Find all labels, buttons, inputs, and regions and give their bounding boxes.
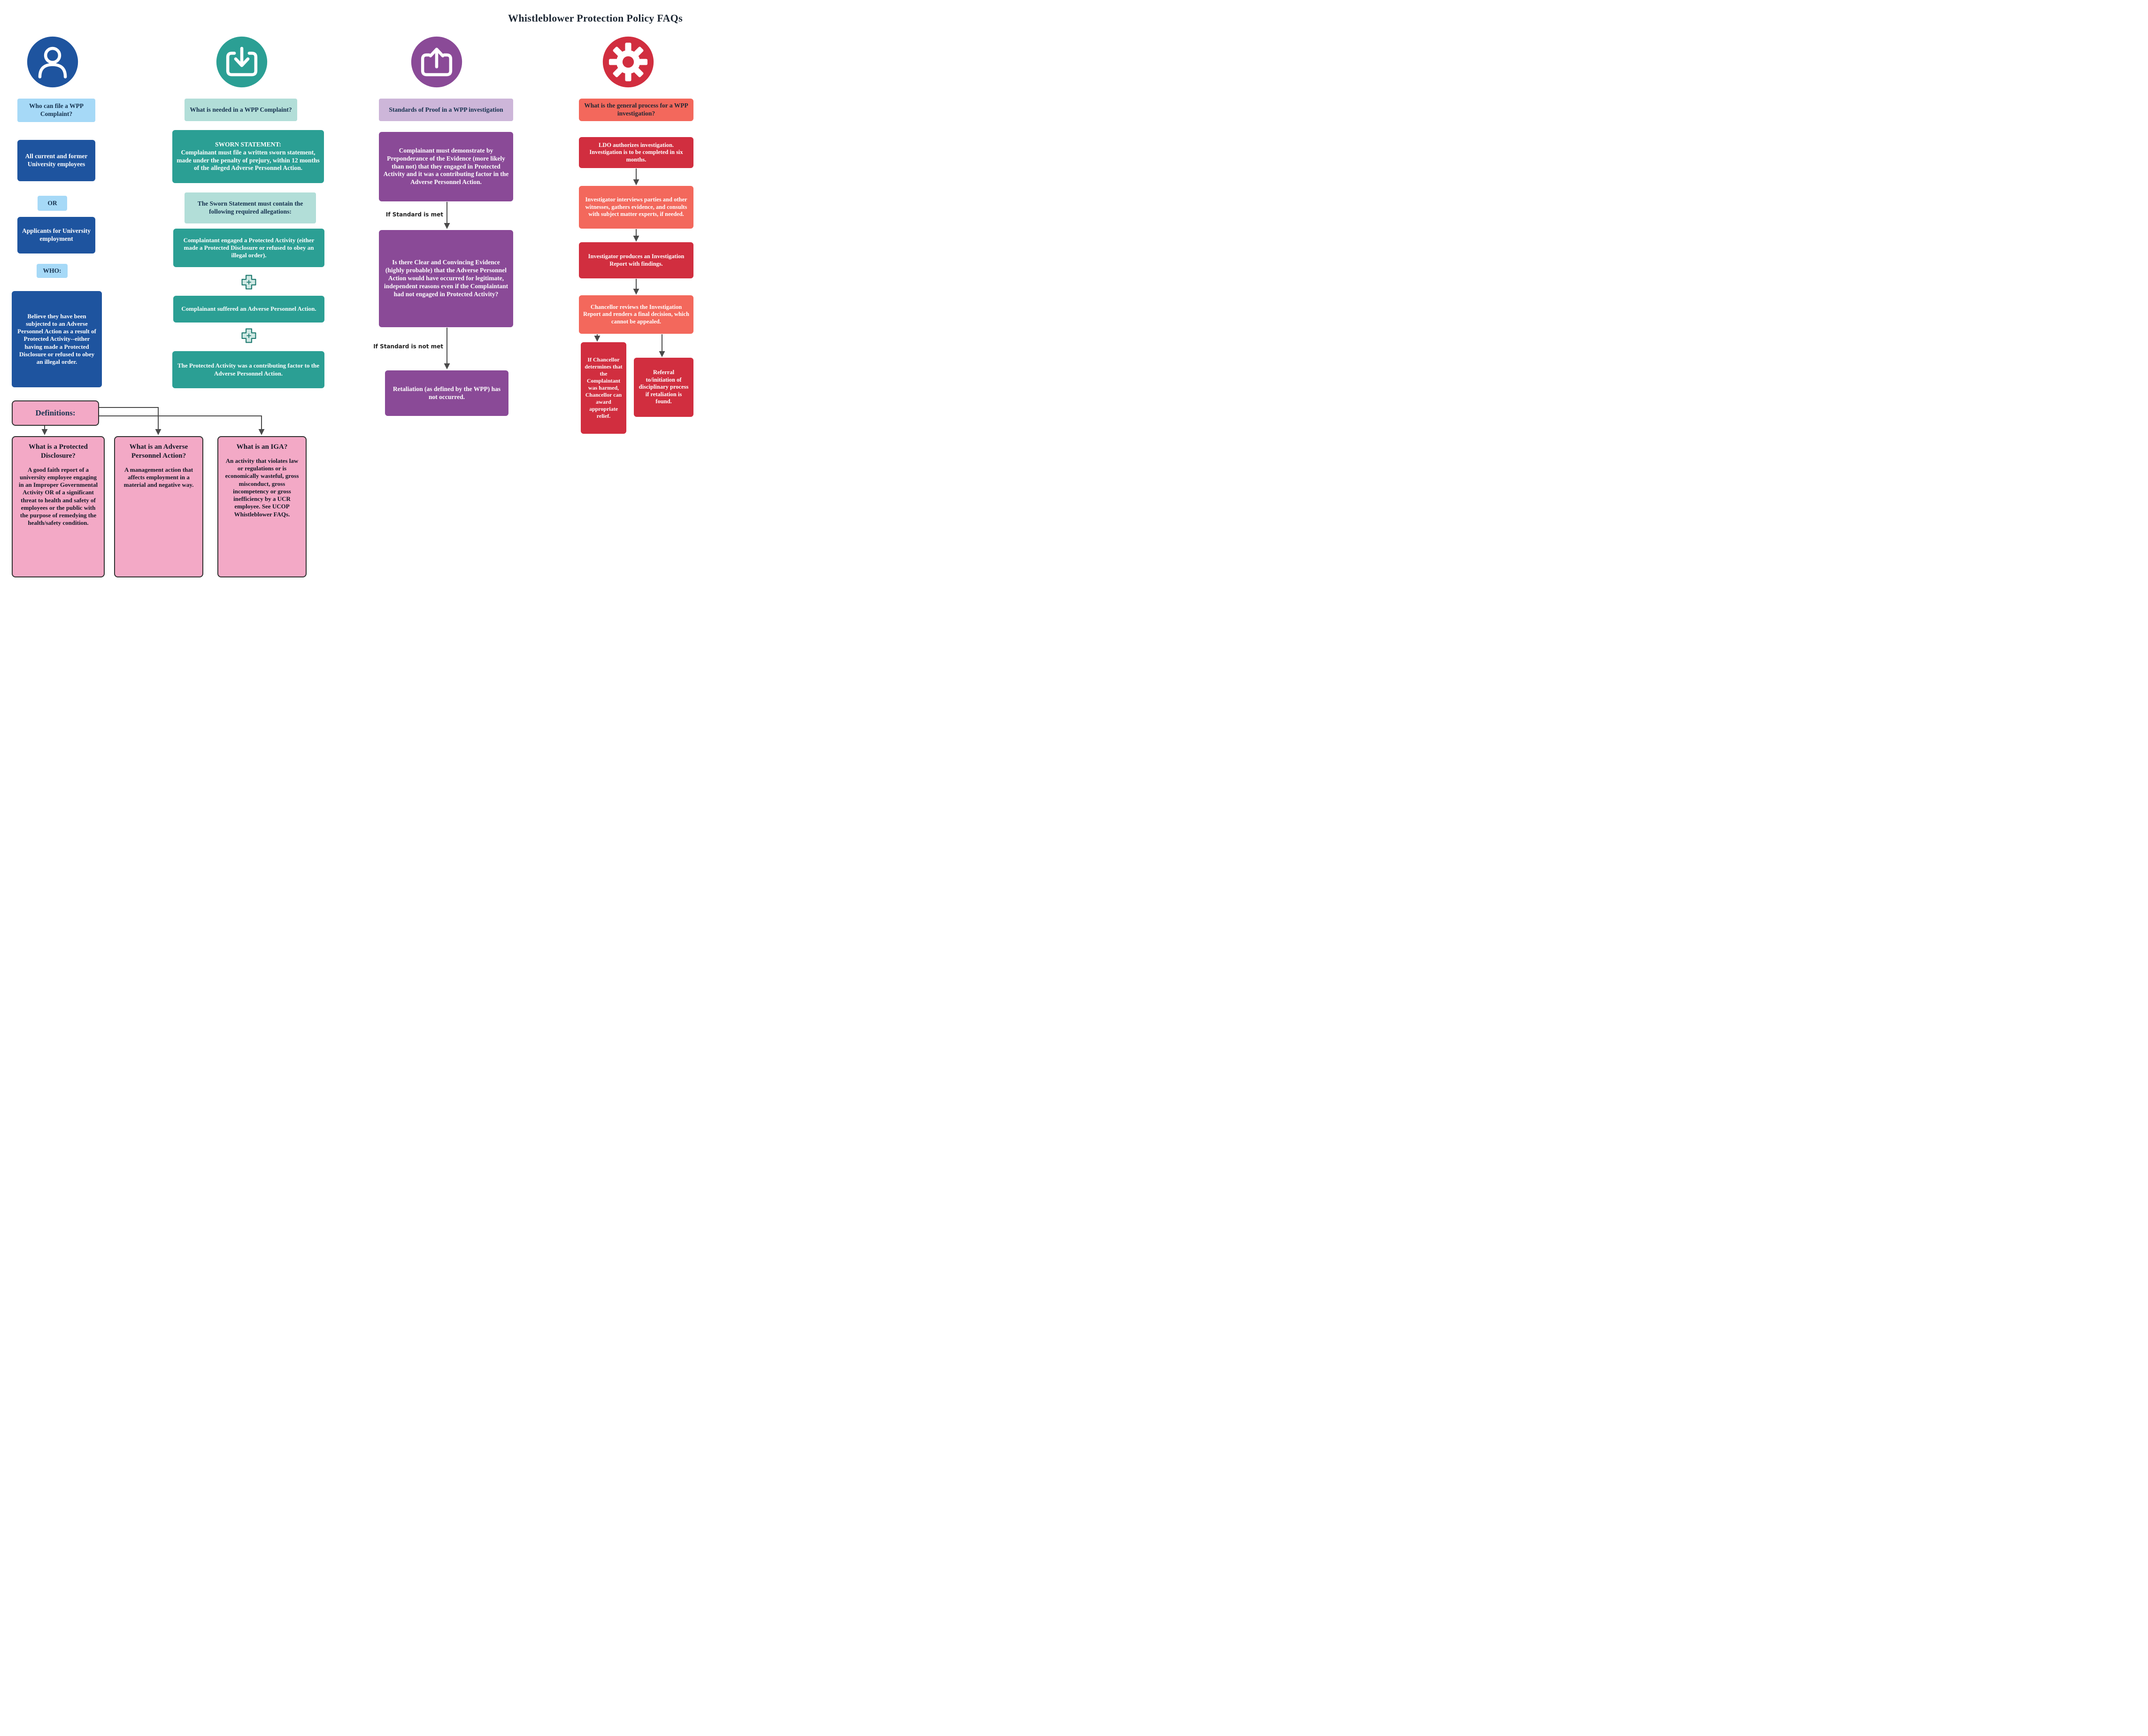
definition-adverse-personnel-action: What is an Adverse Personnel Action? A m…	[114, 436, 203, 577]
if-standard-not-met-label: If Standard is not met	[373, 343, 443, 350]
standards-header: Standards of Proof in a WPP investigatio…	[379, 99, 513, 121]
definitions-title-box: Definitions:	[12, 400, 99, 426]
definition-iga: What is an IGA? An activity that violate…	[217, 436, 307, 577]
who-or-box: OR	[38, 196, 67, 211]
plus-glyph: +	[246, 278, 252, 286]
standards-step2-box: Is there Clear and Convincing Evidence (…	[379, 230, 513, 327]
plus-icon: +	[241, 328, 257, 344]
sworn-statement-body: Complainant must file a written sworn st…	[177, 148, 320, 172]
page-title: Whistleblower Protection Policy FAQs	[508, 12, 683, 24]
person-icon	[26, 36, 79, 88]
who-header: Who can file a WPP Complaint?	[17, 99, 95, 122]
definition-body: An activity that violates law or regulat…	[225, 457, 299, 518]
who-believe-box: Believe they have been subjected to an A…	[12, 291, 102, 387]
needed-header: What is needed in a WPP Complaint?	[185, 99, 297, 121]
plus-glyph: +	[246, 331, 252, 340]
sworn-statement-box: SWORN STATEMENT: Complainant must file a…	[172, 130, 324, 183]
process-step3-box: Investigator produces an Investigation R…	[579, 242, 693, 278]
who-applicants-box: Applicants for University employment	[17, 217, 95, 253]
standards-step3-box: Retaliation (as defined by the WPP) has …	[385, 370, 508, 416]
definition-heading: What is an IGA?	[236, 443, 288, 451]
gear-icon	[602, 36, 654, 88]
if-standard-met-label: If Standard is met	[385, 211, 443, 218]
process-branch-right-box: Referral to/initiation of disciplinary p…	[634, 358, 693, 417]
allegation2-box: Complainant suffered an Adverse Personne…	[173, 296, 324, 323]
allegation1-box: Complaintant engaged a Protected Activit…	[173, 229, 324, 267]
must-contain-box: The Sworn Statement must contain the fol…	[185, 192, 316, 223]
definition-heading: What is an Adverse Personnel Action?	[129, 443, 188, 460]
download-icon	[216, 36, 268, 88]
definition-heading: What is a Protected Disclosure?	[29, 443, 88, 460]
process-header: What is the general process for a WPP in…	[579, 99, 693, 121]
who-label-box: WHO:	[37, 264, 68, 278]
sworn-statement-title: SWORN STATEMENT:	[215, 140, 281, 148]
allegation3-box: The Protected Activity was a contributin…	[172, 351, 324, 388]
process-branch-left-box: If Chancellor determines that the Compla…	[581, 342, 626, 434]
plus-icon: +	[241, 274, 257, 290]
flowchart-canvas: Whistleblower Protection Policy FAQs	[0, 0, 716, 579]
process-step1-box: LDO authorizes investigation. Investigat…	[579, 137, 693, 168]
definition-protected-disclosure: What is a Protected Disclosure? A good f…	[12, 436, 105, 577]
process-step2-box: Investigator interviews parties and othe…	[579, 186, 693, 229]
definition-body: A good faith report of a university empl…	[18, 466, 98, 527]
definition-body: A management action that affects employm…	[123, 466, 194, 489]
process-step4-box: Chancellor reviews the Investigation Rep…	[579, 295, 693, 334]
upload-icon	[410, 36, 463, 88]
who-all-employees-box: All current and former University employ…	[17, 140, 95, 181]
standards-step1-box: Complainant must demonstrate by Preponde…	[379, 132, 513, 201]
